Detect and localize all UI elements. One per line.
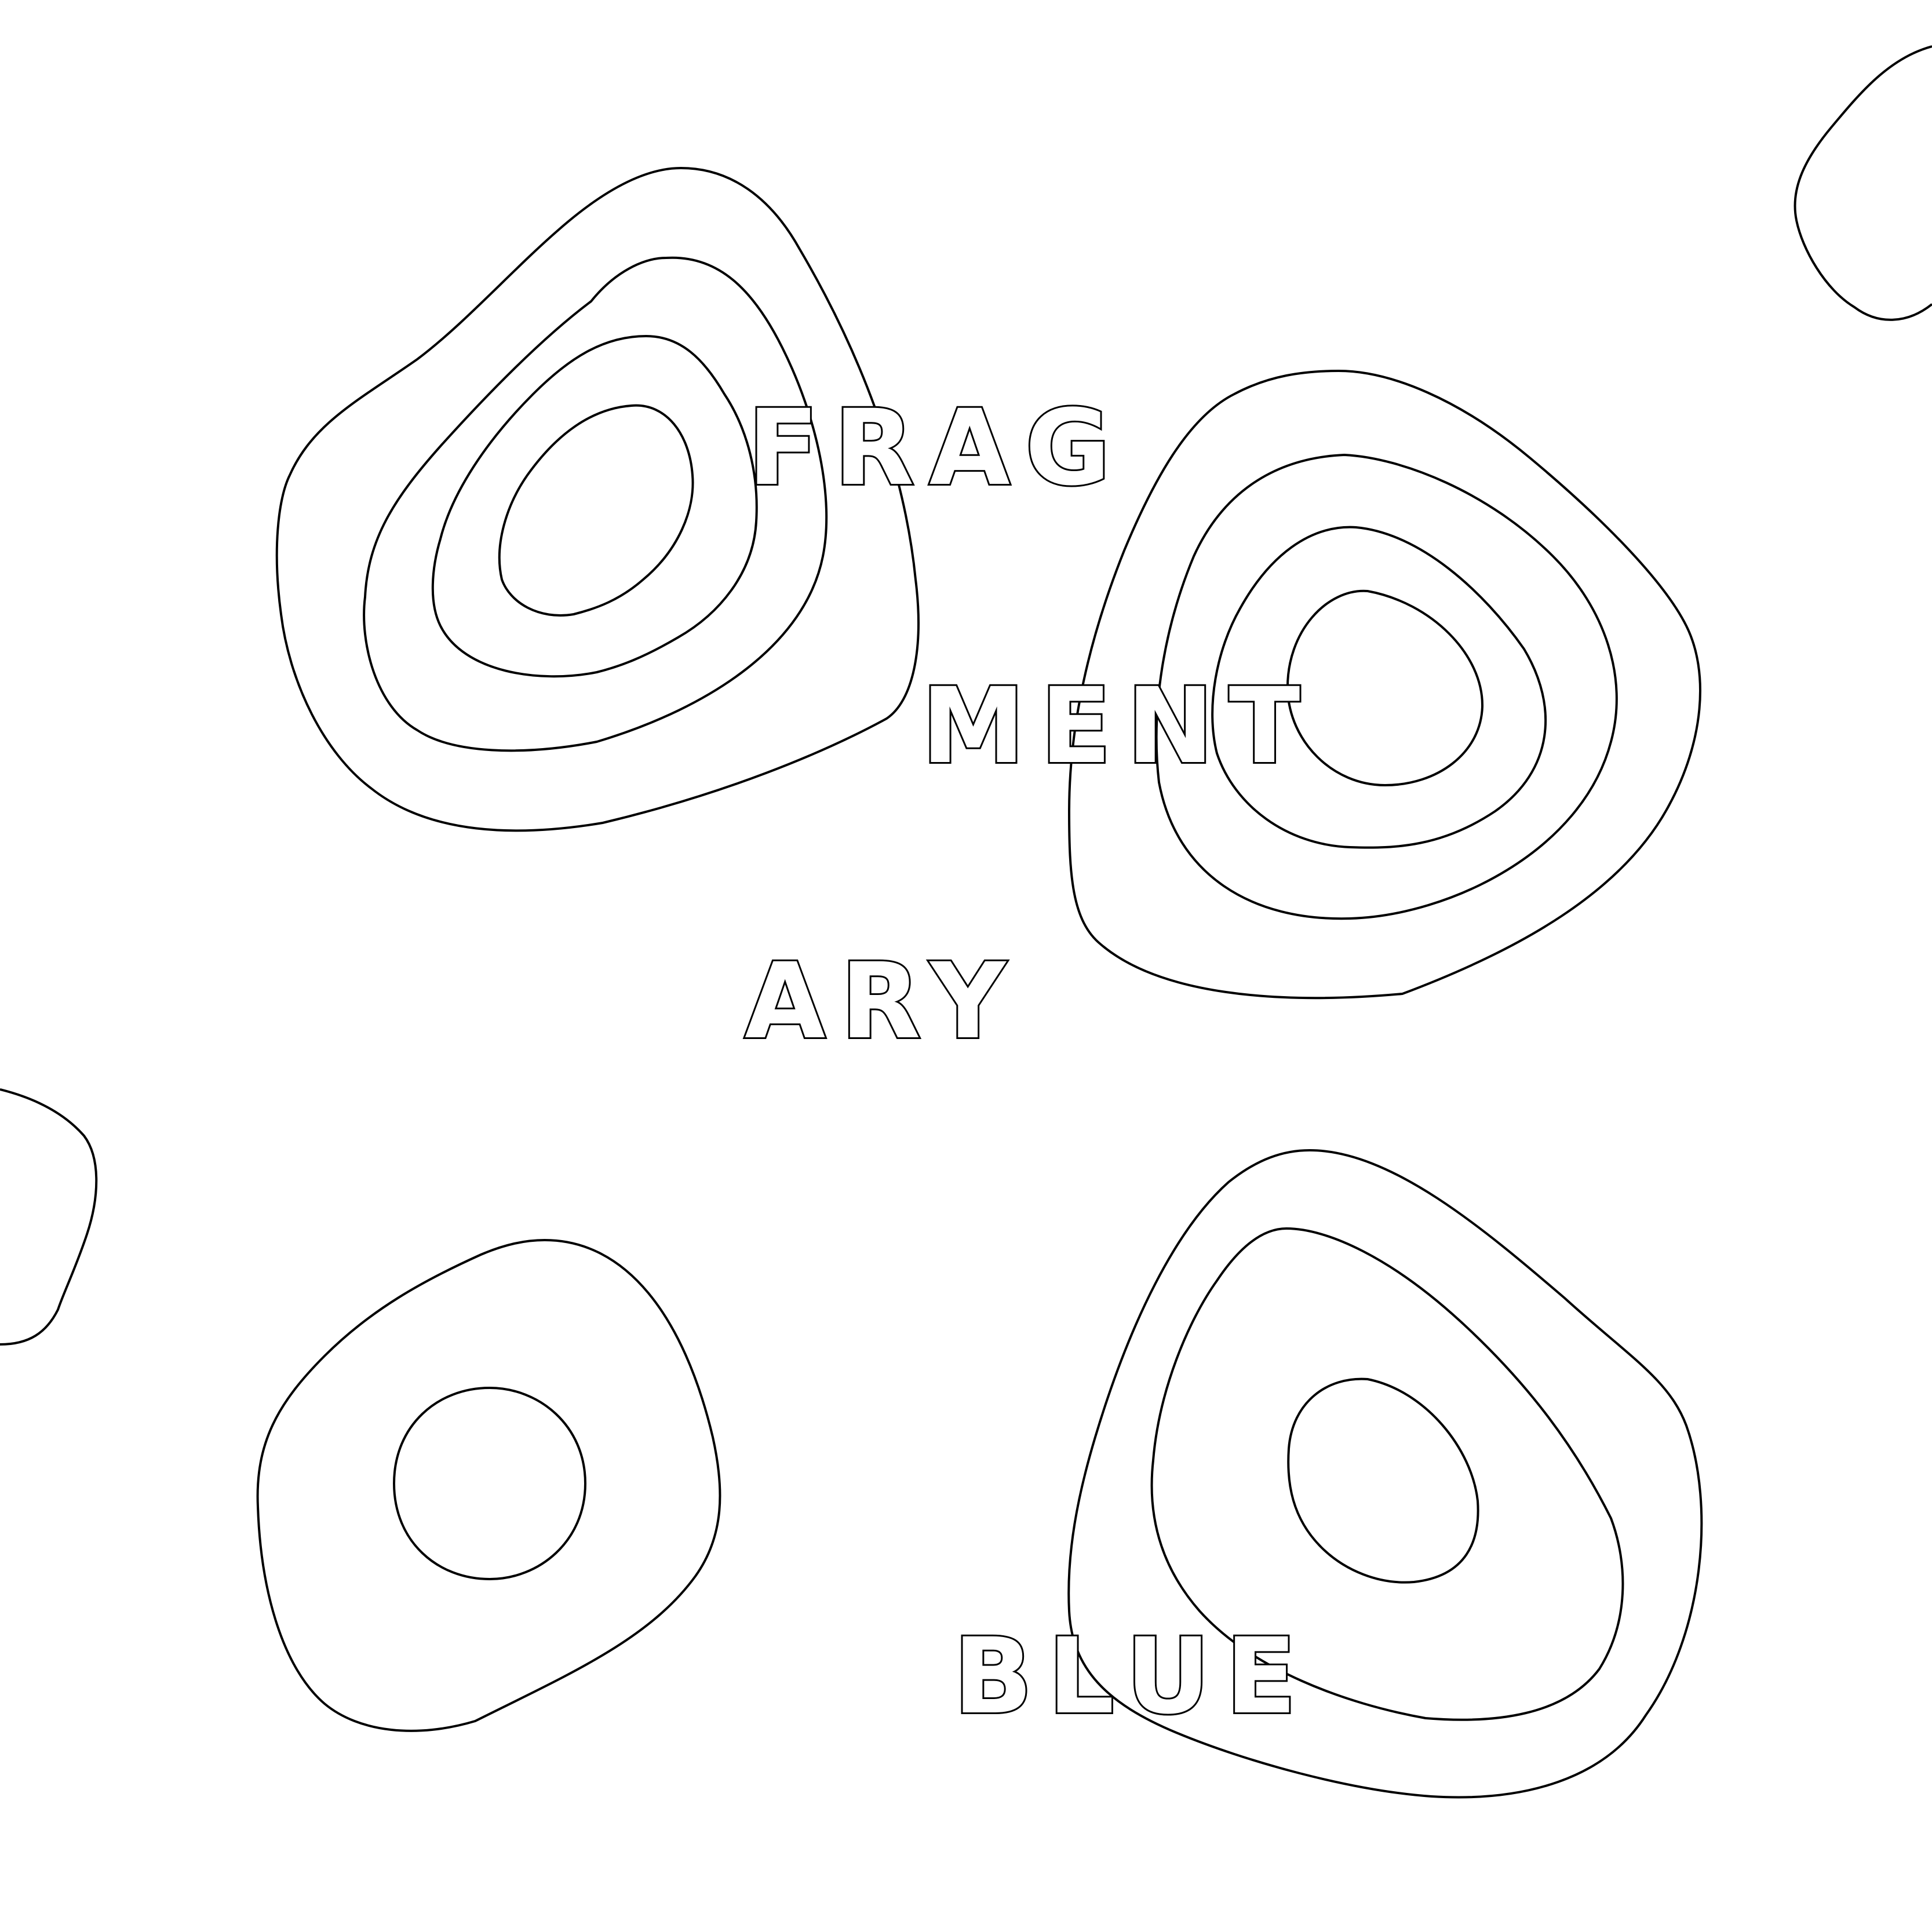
contour-ring <box>363 256 828 752</box>
contour-ring <box>393 1387 586 1580</box>
contour-ring <box>1287 1377 1479 1584</box>
contour-ring <box>0 1088 98 1346</box>
contour-ring <box>1150 1227 1624 1721</box>
contour-ring <box>1067 1149 1703 1799</box>
contour-fragment-top-right-edge <box>1794 45 1932 321</box>
contour-ring <box>431 335 758 678</box>
contour-cluster-bottom-left <box>256 1239 721 1732</box>
contour-ring <box>1794 45 1932 321</box>
title-word-frag: FRAG <box>748 388 1126 509</box>
title-word-ment: MENT <box>921 666 1315 787</box>
title-word-blue: BLUE <box>953 1616 1312 1737</box>
contour-ring <box>498 404 694 617</box>
contour-ring <box>1286 589 1484 786</box>
contour-cluster-top-left <box>275 167 920 832</box>
contour-ring <box>1155 454 1618 920</box>
contour-ring <box>1068 370 1701 1000</box>
contour-fragment-left-edge <box>0 1088 98 1346</box>
contour-cluster-bottom-right <box>1067 1149 1703 1799</box>
contour-ring <box>275 167 920 832</box>
title-word-ary: ARY <box>745 941 1020 1062</box>
contour-ring <box>256 1239 721 1732</box>
contour-ring <box>1211 526 1547 849</box>
contour-cluster-top-right <box>1068 370 1701 1000</box>
